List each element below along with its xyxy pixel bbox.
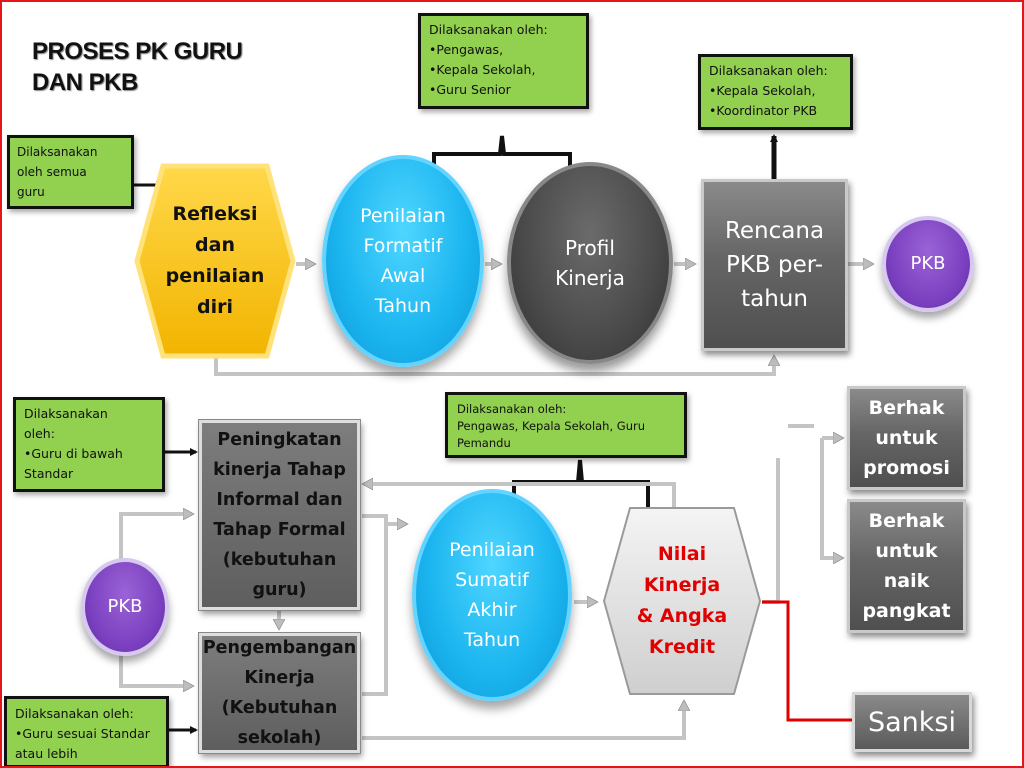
node-line: sekolah)	[237, 728, 322, 748]
node-line: Peningkatan	[217, 430, 342, 450]
note-formatif: Dilaksanakan oleh: •Pengawas, •Kepala Se…	[418, 13, 589, 109]
note-line: Pemandu	[457, 436, 511, 450]
node-label: PKB	[910, 253, 946, 274]
note-line: guru	[17, 185, 45, 199]
arrow-pkb-pengembangan	[119, 642, 192, 686]
node-line: untuk	[875, 427, 938, 449]
page-title: PROSES PK GURU DAN PKB	[32, 36, 243, 98]
note-line: Dilaksanakan oleh:	[429, 22, 548, 37]
node-line: diri	[197, 296, 233, 318]
node-pengembangan: Pengembangan Kinerja (Kebutuhan sekolah)	[198, 632, 361, 754]
title-line-2: DAN PKB	[32, 69, 138, 96]
arrow-pengembangan-nilai	[362, 702, 684, 740]
node-line: Berhak	[868, 397, 945, 419]
arrow-pkb-peningkatan	[119, 514, 192, 572]
note-line: Dilaksanakan	[17, 145, 98, 159]
node-refleksi: Refleksi dan penilaian diri	[133, 162, 297, 360]
arrow-to-pangkat	[820, 438, 842, 558]
node-line: Informal dan	[216, 490, 343, 510]
node-line: pangkat	[862, 600, 951, 622]
note-line: Dilaksanakan oleh:	[15, 706, 134, 721]
note-line: Dilaksanakan	[24, 406, 108, 421]
note-line: •Guru sesuai Standar	[15, 726, 150, 741]
note-line: atau lebih	[15, 746, 78, 761]
node-line: Profil	[565, 236, 615, 260]
node-line: Formatif	[363, 235, 443, 257]
node-line: Refleksi	[172, 203, 258, 225]
node-line: Tahap Formal	[213, 520, 346, 540]
note-semua-guru: Dilaksanakan oleh semua guru	[7, 135, 134, 209]
note-line: Dilaksanakan oleh:	[709, 63, 828, 78]
node-profil: Profil Kinerja	[507, 162, 673, 364]
note-sesuai-standar: Dilaksanakan oleh: •Guru sesuai Standar …	[4, 696, 169, 766]
note-line: •Koordinator PKB	[709, 103, 818, 118]
node-line: dan	[195, 234, 235, 256]
note-rencana: Dilaksanakan oleh: •Kepala Sekolah, •Koo…	[698, 54, 853, 130]
node-line: Nilai	[657, 543, 707, 565]
node-sanksi: Sanksi	[852, 692, 972, 752]
node-line: Pengembangan	[202, 638, 357, 658]
node-line: tahun	[741, 286, 808, 312]
note-line: Pengawas, Kepala Sekolah, Guru	[457, 419, 645, 433]
note-line: •Guru di bawah	[24, 446, 123, 461]
arrow-peningkatan-sumatif	[362, 514, 388, 696]
note-line: Dilaksanakan oleh:	[457, 402, 567, 416]
node-line: promosi	[863, 457, 950, 479]
node-line: Rencana	[724, 218, 825, 244]
node-sumatif: Penilaian Sumatif Akhir Tahun	[412, 489, 572, 701]
note-line: •Kepala Sekolah,	[709, 83, 816, 98]
note-line: •Pengawas,	[429, 42, 504, 57]
node-line: PKB per-	[725, 252, 824, 278]
node-label: Sanksi	[867, 706, 956, 738]
node-line: Penilaian	[360, 205, 446, 227]
node-line: (kebutuhan	[222, 550, 337, 570]
node-line: Tahun	[374, 295, 432, 317]
hexagon-shape	[134, 163, 296, 359]
note-line: •Kepala Sekolah,	[429, 62, 536, 77]
node-line: guru)	[252, 580, 307, 600]
node-pangkat: Berhak untuk naik pangkat	[847, 499, 966, 633]
node-line: Kredit	[648, 636, 716, 658]
node-line: Berhak	[868, 510, 945, 532]
node-peningkatan: Peningkatan kinerja Tahap Informal dan T…	[198, 419, 361, 611]
node-formatif: Penilaian Formatif Awal Tahun	[322, 155, 484, 367]
brace-formatif-profil	[432, 135, 572, 167]
sanksi-line	[762, 600, 852, 722]
node-line: Kinerja	[244, 668, 315, 688]
arrow-nilai-peningkatan	[364, 484, 676, 508]
note-line: •Guru Senior	[429, 82, 511, 97]
node-nilai: Nilai Kinerja & Angka Kredit	[600, 504, 764, 698]
node-line: Sumatif	[455, 569, 529, 591]
node-promosi: Berhak untuk promosi	[847, 386, 966, 490]
note-line: oleh semua	[17, 165, 87, 179]
node-line: kinerja Tahap	[213, 460, 346, 480]
title-line-1: PROSES PK GURU	[32, 38, 243, 65]
note-bawah-standar: Dilaksanakan oleh: •Guru di bawah Standa…	[13, 397, 165, 492]
note-sumatif: Dilaksanakan oleh: Pengawas, Kepala Seko…	[445, 392, 687, 458]
arrow-nilai-branch	[762, 458, 780, 604]
note-line: Standar	[24, 466, 74, 481]
node-line: untuk	[875, 540, 938, 562]
node-rencana: Rencana PKB per- tahun	[701, 179, 848, 351]
node-line: Kinerja	[555, 266, 625, 290]
node-pkb-top: PKB	[882, 216, 974, 312]
node-line: Akhir	[467, 599, 517, 621]
node-label: PKB	[107, 596, 143, 617]
node-pkb-left: PKB	[81, 558, 169, 656]
node-line: Tahun	[463, 629, 521, 651]
node-line: naik	[883, 570, 930, 592]
node-line: (Kebutuhan	[221, 698, 338, 718]
node-line: Awal	[380, 265, 426, 287]
node-line: & Angka	[636, 605, 728, 627]
node-line: Penilaian	[449, 539, 535, 561]
note-line: oleh:	[24, 426, 55, 441]
node-line: penilaian	[165, 265, 265, 287]
arrow-refleksi-rencana-loop	[214, 357, 774, 376]
hexagon-shape	[602, 507, 762, 695]
node-line: Kinerja	[643, 574, 721, 596]
